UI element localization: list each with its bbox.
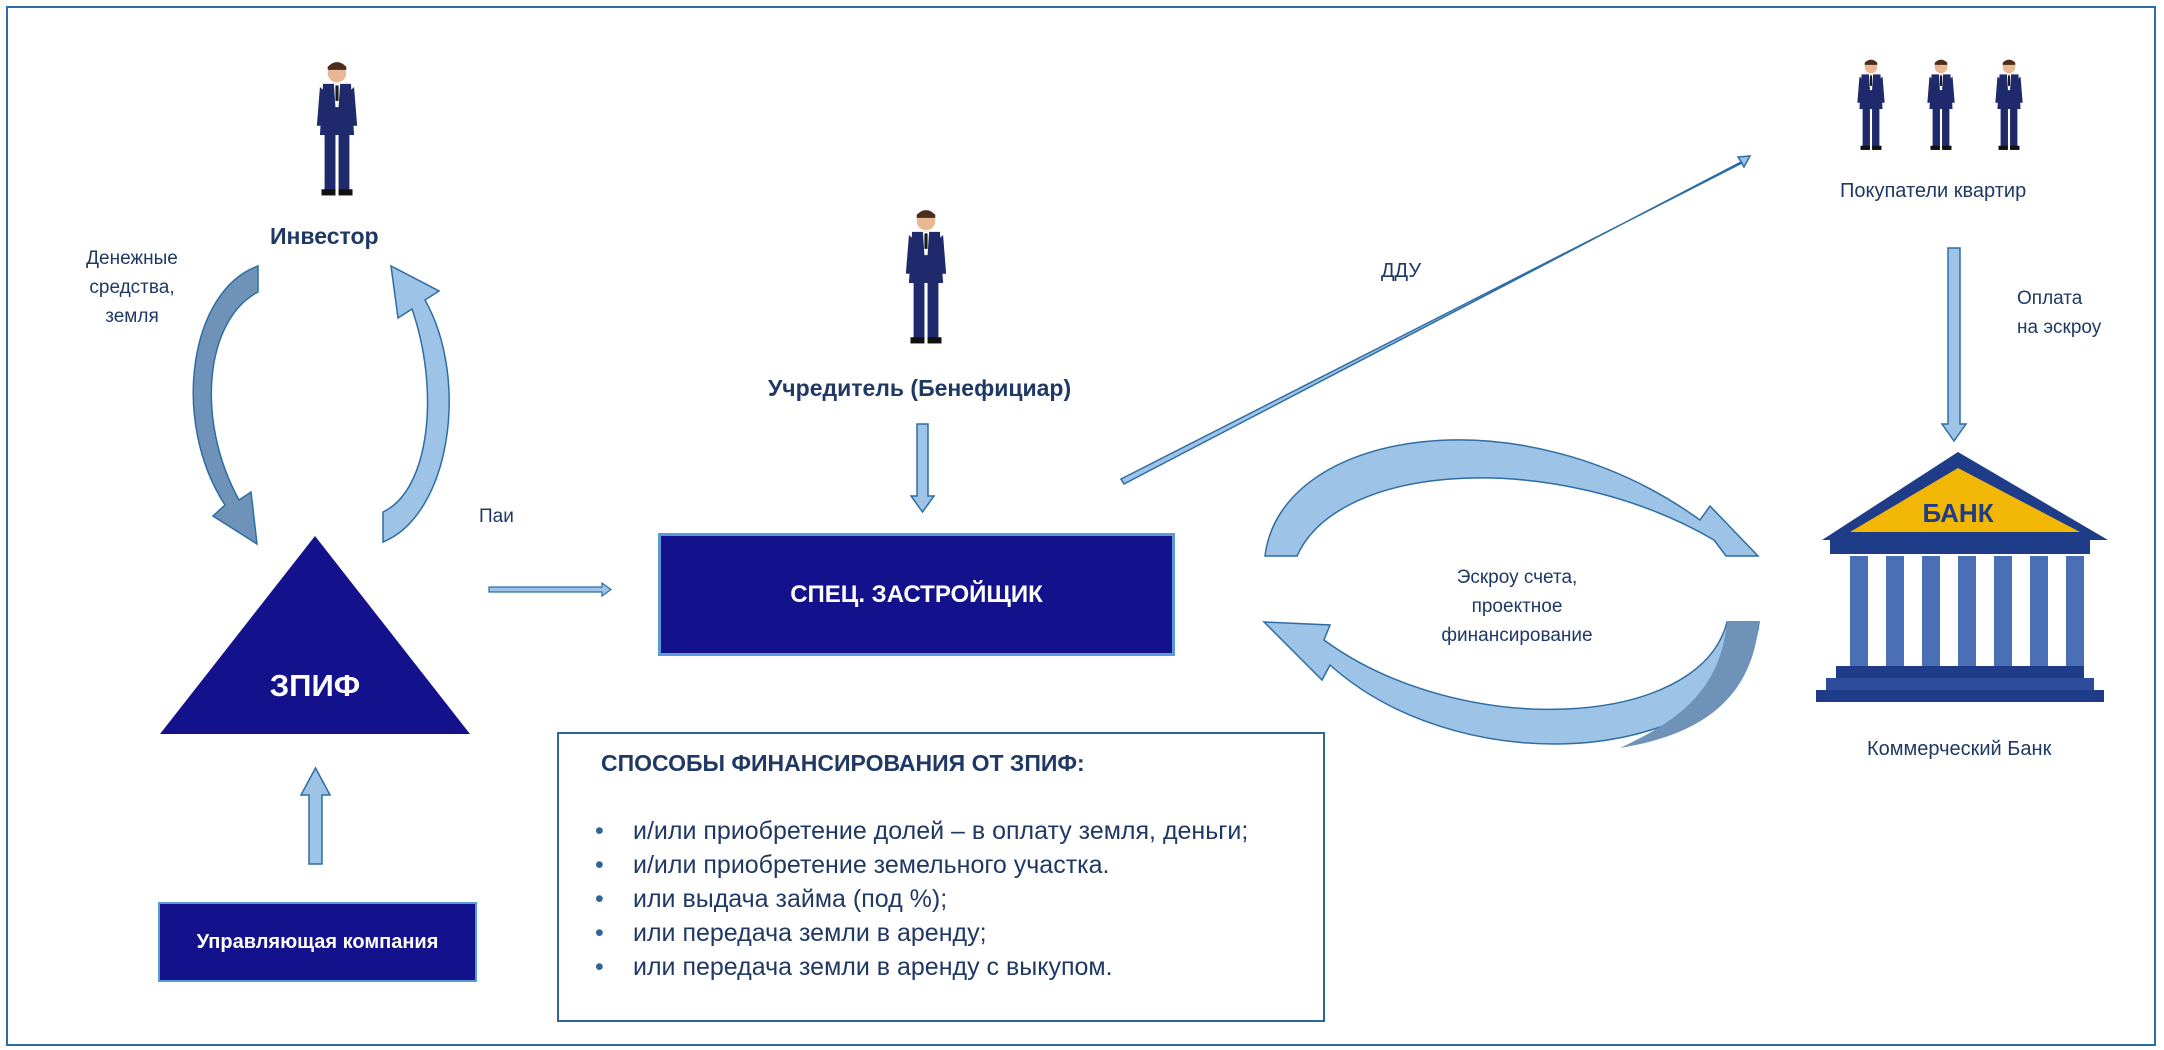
investor-figure [316, 62, 358, 196]
buyer-figure [1857, 59, 1885, 150]
buyer-figure [1927, 59, 1955, 150]
financing-methods-title: СПОСОБЫ ФИНАНСИРОВАНИЯ ОТ ЗПИФ: [601, 750, 1085, 776]
up-arrow-management [299, 766, 332, 865]
buyer-figure [1995, 59, 2023, 150]
management-company-box: Управляющая компания [158, 902, 477, 982]
diagram-frame [6, 6, 2156, 1046]
payment-escrow-label: Оплата на эскроу [2017, 288, 2102, 338]
curved-arrow-pai-back [382, 264, 450, 544]
commercial-bank-label: Коммерческий Банк [1867, 738, 2052, 760]
curved-arrow-money-land [192, 264, 259, 546]
developer-label: СПЕЦ. ЗАСТРОЙЩИК [790, 580, 1043, 608]
founder-label: Учредитель (Бенефициар) [768, 375, 1072, 401]
buyers-label: Покупатели квартир [1840, 180, 2027, 202]
bank-sign: БАНК [1922, 498, 1993, 528]
pai-label: Паи [479, 506, 514, 527]
financing-methods-box: СПОСОБЫ ФИНАНСИРОВАНИЯ ОТ ЗПИФ: и/или пр… [557, 732, 1325, 1022]
list-item: и/или приобретение земельного участка. [595, 848, 1248, 882]
ddu-label: ДДУ [1381, 260, 1422, 282]
management-company-label: Управляющая компания [196, 930, 439, 953]
escrow-financing-label: Эскроу счета, проектное финансирование [1441, 567, 1593, 646]
bank-building-icon: БАНК [1816, 452, 2108, 702]
curved-arrow-to-bank [1264, 439, 1760, 557]
down-arrow-payment-escrow [1940, 247, 1968, 443]
arrow-pai-to-developer [488, 581, 613, 598]
down-arrow-founder [909, 423, 936, 514]
money-land-label: Денежные средства, земля [86, 248, 178, 327]
list-item: или выдача займа (под %); [595, 882, 1248, 916]
curved-arrow-to-developer-shade [1620, 622, 1759, 748]
list-item: или передача земли в аренду; [595, 916, 1248, 950]
financing-methods-list: и/или приобретение долей – в оплату земл… [595, 814, 1248, 984]
list-item: или передача земли в аренду с выкупом. [595, 950, 1248, 984]
zpif-triangle [160, 536, 470, 734]
investor-label: Инвестор [270, 223, 379, 249]
zpif-label: ЗПИФ [270, 668, 360, 703]
developer-box: СПЕЦ. ЗАСТРОЙЩИК [658, 533, 1175, 656]
arrow-ddu [1119, 155, 1752, 485]
list-item: и/или приобретение долей – в оплату земл… [595, 814, 1248, 848]
founder-figure [905, 210, 947, 344]
